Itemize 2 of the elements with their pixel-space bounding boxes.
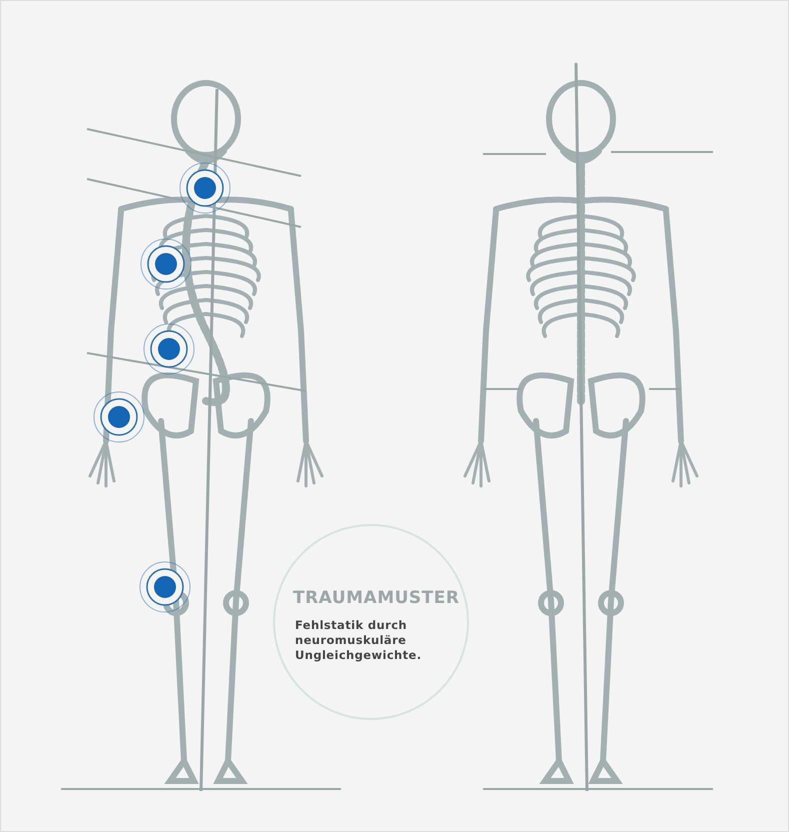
- heading: TRAUMAMUSTER: [293, 588, 460, 608]
- description: Fehlstatik durch neuromuskuläre Ungleichgewichte.: [295, 618, 423, 663]
